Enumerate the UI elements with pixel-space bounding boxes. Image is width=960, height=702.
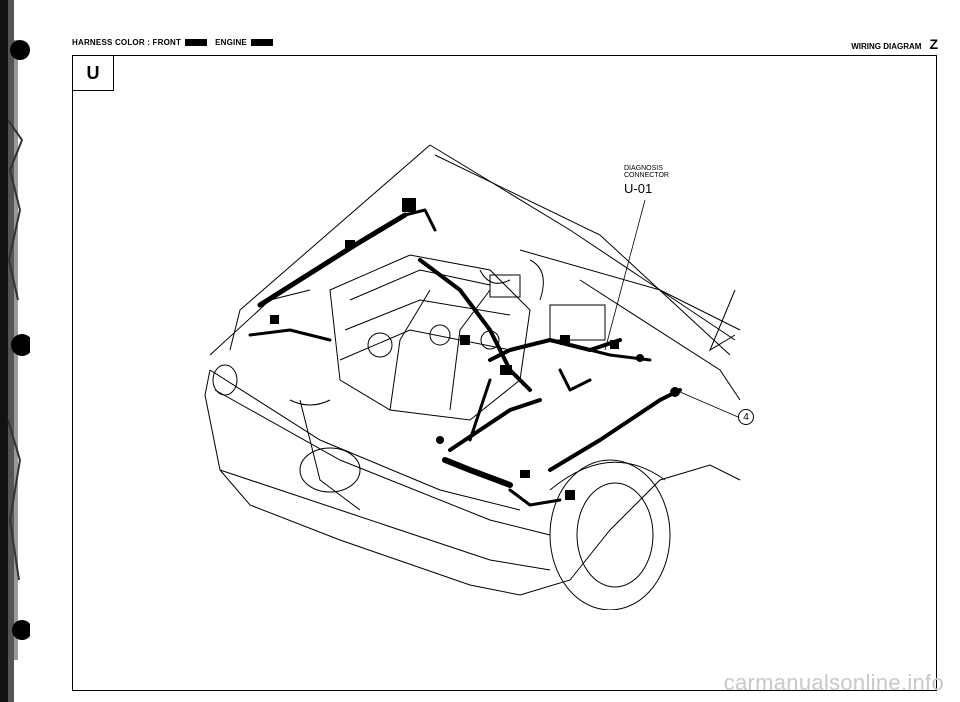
battery	[549, 304, 606, 341]
connector-code-u01: U-01	[624, 181, 653, 196]
harness-front-label: HARNESS COLOR : FRONT	[72, 38, 182, 47]
ref-4-leader	[679, 391, 739, 418]
section-code-box: U	[72, 55, 114, 91]
harness-color-legend: HARNESS COLOR : FRONT ENGINE	[72, 38, 273, 47]
front-harness	[257, 212, 408, 308]
harness-engine-label: ENGINE	[215, 38, 247, 47]
engine-harness	[418, 258, 532, 392]
wiring-diagram-title: WIRING DIAGRAM	[851, 42, 922, 51]
front-wheel	[549, 459, 671, 610]
hood-outline	[229, 144, 431, 351]
watermark-text: carmanualsonline.info	[723, 670, 944, 695]
fender-harness	[548, 388, 682, 472]
page-header-title: WIRING DIAGRAM Z	[851, 36, 938, 52]
engine-color-swatch	[250, 39, 273, 46]
front-color-swatch	[185, 39, 208, 46]
callout-label-line1: DIAGNOSIS	[624, 165, 663, 172]
section-letter: Z	[929, 36, 938, 52]
diagnosis-connector-label: DIAGNOSIS CONNECTOR	[624, 165, 669, 179]
engine-bay-illustration	[204, 144, 741, 610]
body-outline	[204, 369, 741, 596]
binding-edge	[0, 0, 30, 702]
callout-label-line2: CONNECTOR	[624, 172, 669, 179]
diagram-frame	[72, 55, 937, 691]
ref-number-4: 4	[738, 409, 754, 425]
diagnosis-connector-leader	[604, 199, 646, 351]
